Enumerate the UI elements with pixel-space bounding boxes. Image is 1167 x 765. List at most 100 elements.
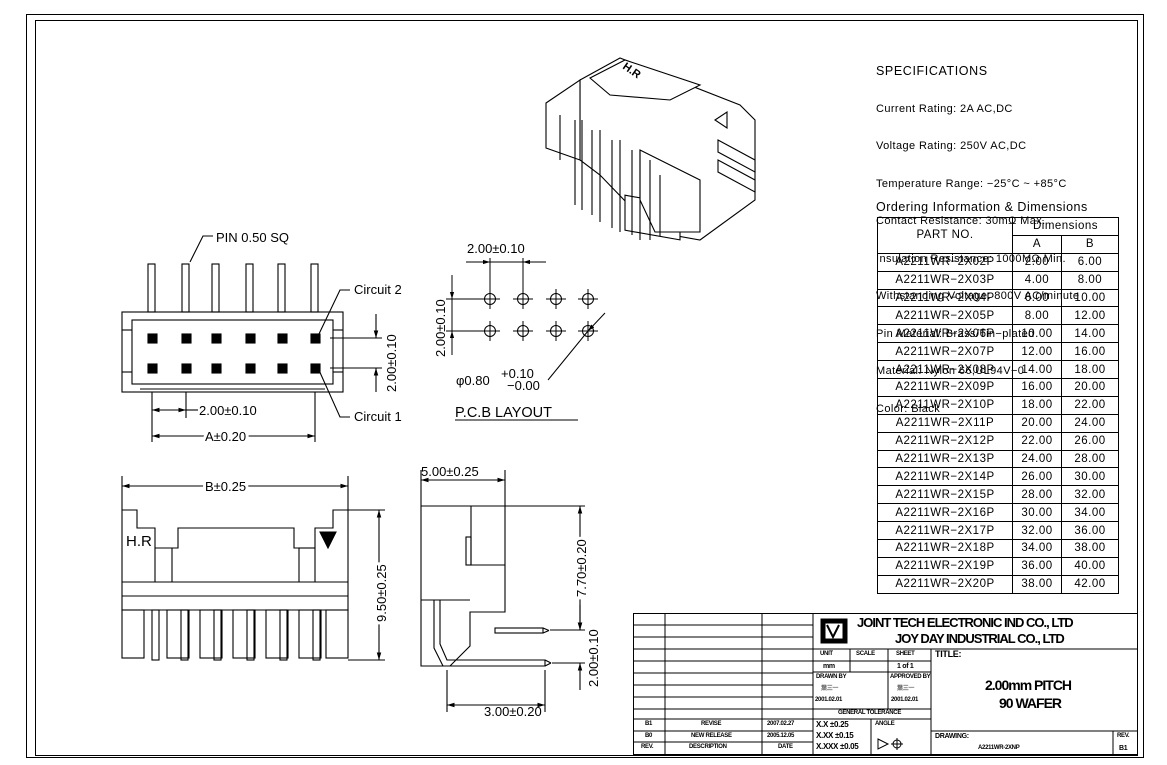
dimension-a-cell: 32.00 — [1012, 521, 1062, 541]
tolerance-2: X.XX ±0.15 — [816, 731, 854, 740]
part-number-cell: A2211WR−2X06P — [877, 324, 1013, 344]
revision-col-rev: REV. — [641, 744, 654, 750]
dimension-b: B±0.25 — [205, 479, 246, 494]
revision-b0-date: 2005.12.05 — [767, 733, 795, 739]
side-view — [420, 470, 585, 712]
ordering-title: Ordering Information & Dimensions — [876, 200, 1088, 214]
dimension-b-cell: 20.00 — [1061, 378, 1119, 397]
side-pitch-dimension: 2.00±0.10 — [586, 629, 601, 687]
dimension-b-cell: 10.00 — [1061, 288, 1119, 308]
header-part-no: PART NO. — [877, 217, 1013, 254]
front-height-dimension: 9.50±0.25 — [374, 564, 389, 622]
sheet-value: 1 of 1 — [897, 663, 914, 670]
dimension-b-cell: 24.00 — [1061, 413, 1119, 433]
approved-by-name: 葉三一 — [897, 686, 915, 692]
side-width-dimension: 5.00±0.25 — [421, 464, 479, 479]
dimension-a-cell: 2.00 — [1012, 252, 1062, 272]
dimension-b-cell: 30.00 — [1061, 467, 1119, 487]
dimension-b-cell: 22.00 — [1061, 395, 1119, 415]
drawn-by-date: 2001.02.01 — [815, 697, 843, 703]
part-number-cell: A2211WR−2X19P — [877, 556, 1013, 576]
side-height-dimension: 7.70±0.20 — [574, 539, 589, 597]
part-number-cell: A2211WR−2X20P — [877, 574, 1013, 594]
dimension-a-cell: 20.00 — [1012, 413, 1062, 433]
approved-by-date: 2001.02.01 — [891, 697, 919, 703]
part-number-cell: A2211WR−2X08P — [877, 360, 1013, 380]
drawn-by-label: DRAWN BY — [816, 674, 847, 680]
drawn-by-name: 葉三一 — [821, 686, 839, 692]
dimension-a-cell: 16.00 — [1012, 378, 1062, 397]
dimension-b-cell: 40.00 — [1061, 556, 1119, 576]
drawing-label: DRAWING: — [935, 733, 969, 740]
circuit2-label: Circuit 2 — [354, 282, 402, 297]
isometric-view: H.R — [545, 57, 756, 241]
header-dimensions: Dimensions — [1012, 217, 1119, 236]
part-number-cell: A2211WR−2X16P — [877, 503, 1013, 523]
company-name-1: JOINT TECH ELECTRONIC IND CO., LTD — [857, 615, 1074, 630]
revision-b1-date: 2007.02.27 — [767, 721, 795, 727]
dimension-a-cell: 4.00 — [1012, 270, 1062, 290]
pcb-hole-tolerance-minus: −0.00 — [507, 378, 540, 393]
part-number-cell: A2211WR−2X03P — [877, 270, 1013, 290]
dimension-b-cell: 14.00 — [1061, 324, 1119, 344]
header-a: A — [1012, 234, 1062, 254]
unit-value: mm — [823, 663, 835, 670]
top-vertical-pitch: 2.00±0.10 — [384, 334, 399, 392]
approved-by-label: APPROVED BY — [890, 674, 931, 680]
spec-temperature-range: Temperature Range: −25°C ~ +85°C — [876, 177, 1067, 190]
part-number-cell: A2211WR−2X14P — [877, 467, 1013, 487]
circuit1-label: Circuit 1 — [354, 409, 402, 424]
drawing-border-outer — [26, 14, 1144, 758]
part-number-cell: A2211WR−2X05P — [877, 306, 1013, 326]
revision-b1-rev: B1 — [645, 721, 653, 727]
part-number-cell: A2211WR−2X09P — [877, 378, 1013, 397]
dimension-b-cell: 32.00 — [1061, 485, 1119, 505]
pcb-pitch-horizontal: 2.00±0.10 — [467, 241, 525, 256]
part-number-cell: A2211WR−2X13P — [877, 449, 1013, 469]
dimension-a-cell: 34.00 — [1012, 539, 1062, 558]
dimension-b-cell: 38.00 — [1061, 539, 1119, 558]
dimension-a-cell: 28.00 — [1012, 485, 1062, 505]
top-view-pins — [147, 263, 321, 374]
dimension-b-cell: 36.00 — [1061, 521, 1119, 541]
drawing-title-2: 90 WAFER — [999, 695, 1062, 711]
part-number-cell: A2211WR−2X10P — [877, 395, 1013, 415]
part-number-cell: A2211WR−2X12P — [877, 431, 1013, 451]
dimension-b-cell: 42.00 — [1061, 574, 1119, 594]
drawing-number: A2211WR-2XNP — [978, 745, 1020, 751]
dimension-a: A±0.20 — [205, 429, 246, 444]
pcb-hole-diameter: φ0.80 — [456, 373, 490, 388]
header-b: B — [1061, 234, 1119, 254]
revision-col-date: DATE — [778, 744, 793, 750]
tolerance-3: X.XXX ±0.05 — [816, 742, 859, 751]
company-name-2: JOY DAY INDUSTRIAL CO., LTD — [895, 631, 1065, 646]
dimension-b-cell: 8.00 — [1061, 270, 1119, 290]
rev-label: REV. — [1117, 733, 1130, 739]
title-block-grid — [633, 613, 1138, 755]
front-view — [121, 476, 385, 661]
pcb-hole-tolerance-plus: +0.10 — [501, 366, 534, 381]
dimension-a-cell: 38.00 — [1012, 574, 1062, 594]
spec-voltage-rating: Voltage Rating: 250V AC,DC — [876, 140, 1027, 152]
dimension-a-cell: 24.00 — [1012, 449, 1062, 469]
dimension-b-cell: 26.00 — [1061, 431, 1119, 451]
title-label: TITLE: — [935, 649, 962, 659]
dimension-a-cell: 8.00 — [1012, 306, 1062, 326]
part-number-cell: A2211WR−2X07P — [877, 342, 1013, 362]
front-view-marking: H.R — [126, 533, 152, 550]
dimension-b-cell: 12.00 — [1061, 306, 1119, 326]
side-tail-dimension: 3.00±0.20 — [484, 704, 542, 719]
pcb-holes — [480, 289, 598, 341]
